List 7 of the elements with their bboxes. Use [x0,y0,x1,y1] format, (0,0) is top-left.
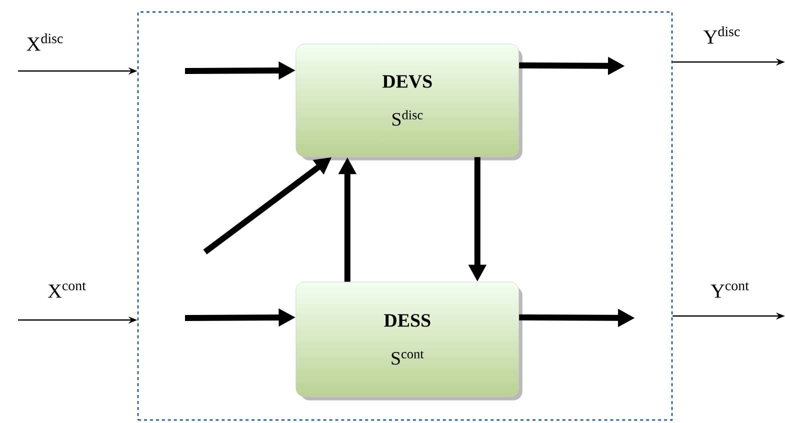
signal-label: X$^{disc}$ [26,33,63,51]
signal-label: Y$^{disc}$ [704,26,740,44]
signal-label: X$^{cont}$ [48,282,86,298]
signal-label: Y$^{cont}$ [710,282,749,298]
process-box: DESS S$^{cont}$ [296,282,522,400]
process-box: DEVS S$^{disc}$ [296,44,522,160]
dashed-frame [137,11,673,421]
